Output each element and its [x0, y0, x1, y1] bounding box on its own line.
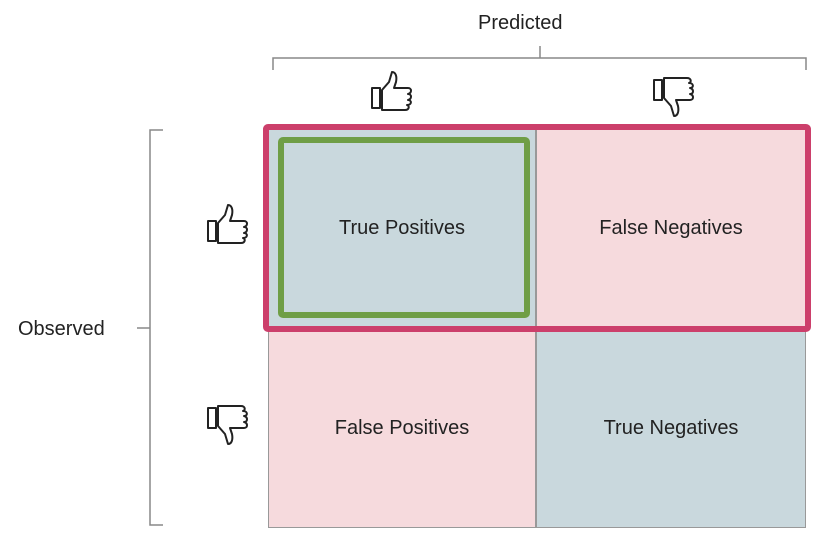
- observed-negative-thumbs-down-icon: [207, 405, 248, 445]
- cell-false-positives-label: False Positives: [334, 416, 470, 439]
- observed-bracket: [149, 129, 163, 526]
- true-positives-highlight: [278, 137, 530, 318]
- cell-true-negatives-label: True Negatives: [603, 416, 739, 439]
- observed-positive-thumbs-up-icon: [207, 204, 248, 244]
- predicted-positive-thumbs-up-icon: [371, 71, 412, 111]
- predicted-bracket: [272, 57, 807, 70]
- observed-positive-row-highlight: [263, 124, 811, 332]
- observed-axis-label: Observed: [18, 318, 105, 340]
- predicted-negative-thumbs-down-icon: [653, 77, 694, 117]
- predicted-axis-label: Predicted: [478, 12, 563, 34]
- cell-false-positives: False Positives: [268, 328, 536, 528]
- cell-true-positives: True Positives: [268, 128, 536, 328]
- cell-false-negatives-label: False Negatives: [599, 216, 743, 239]
- cell-true-positives-label: True Positives: [339, 216, 465, 239]
